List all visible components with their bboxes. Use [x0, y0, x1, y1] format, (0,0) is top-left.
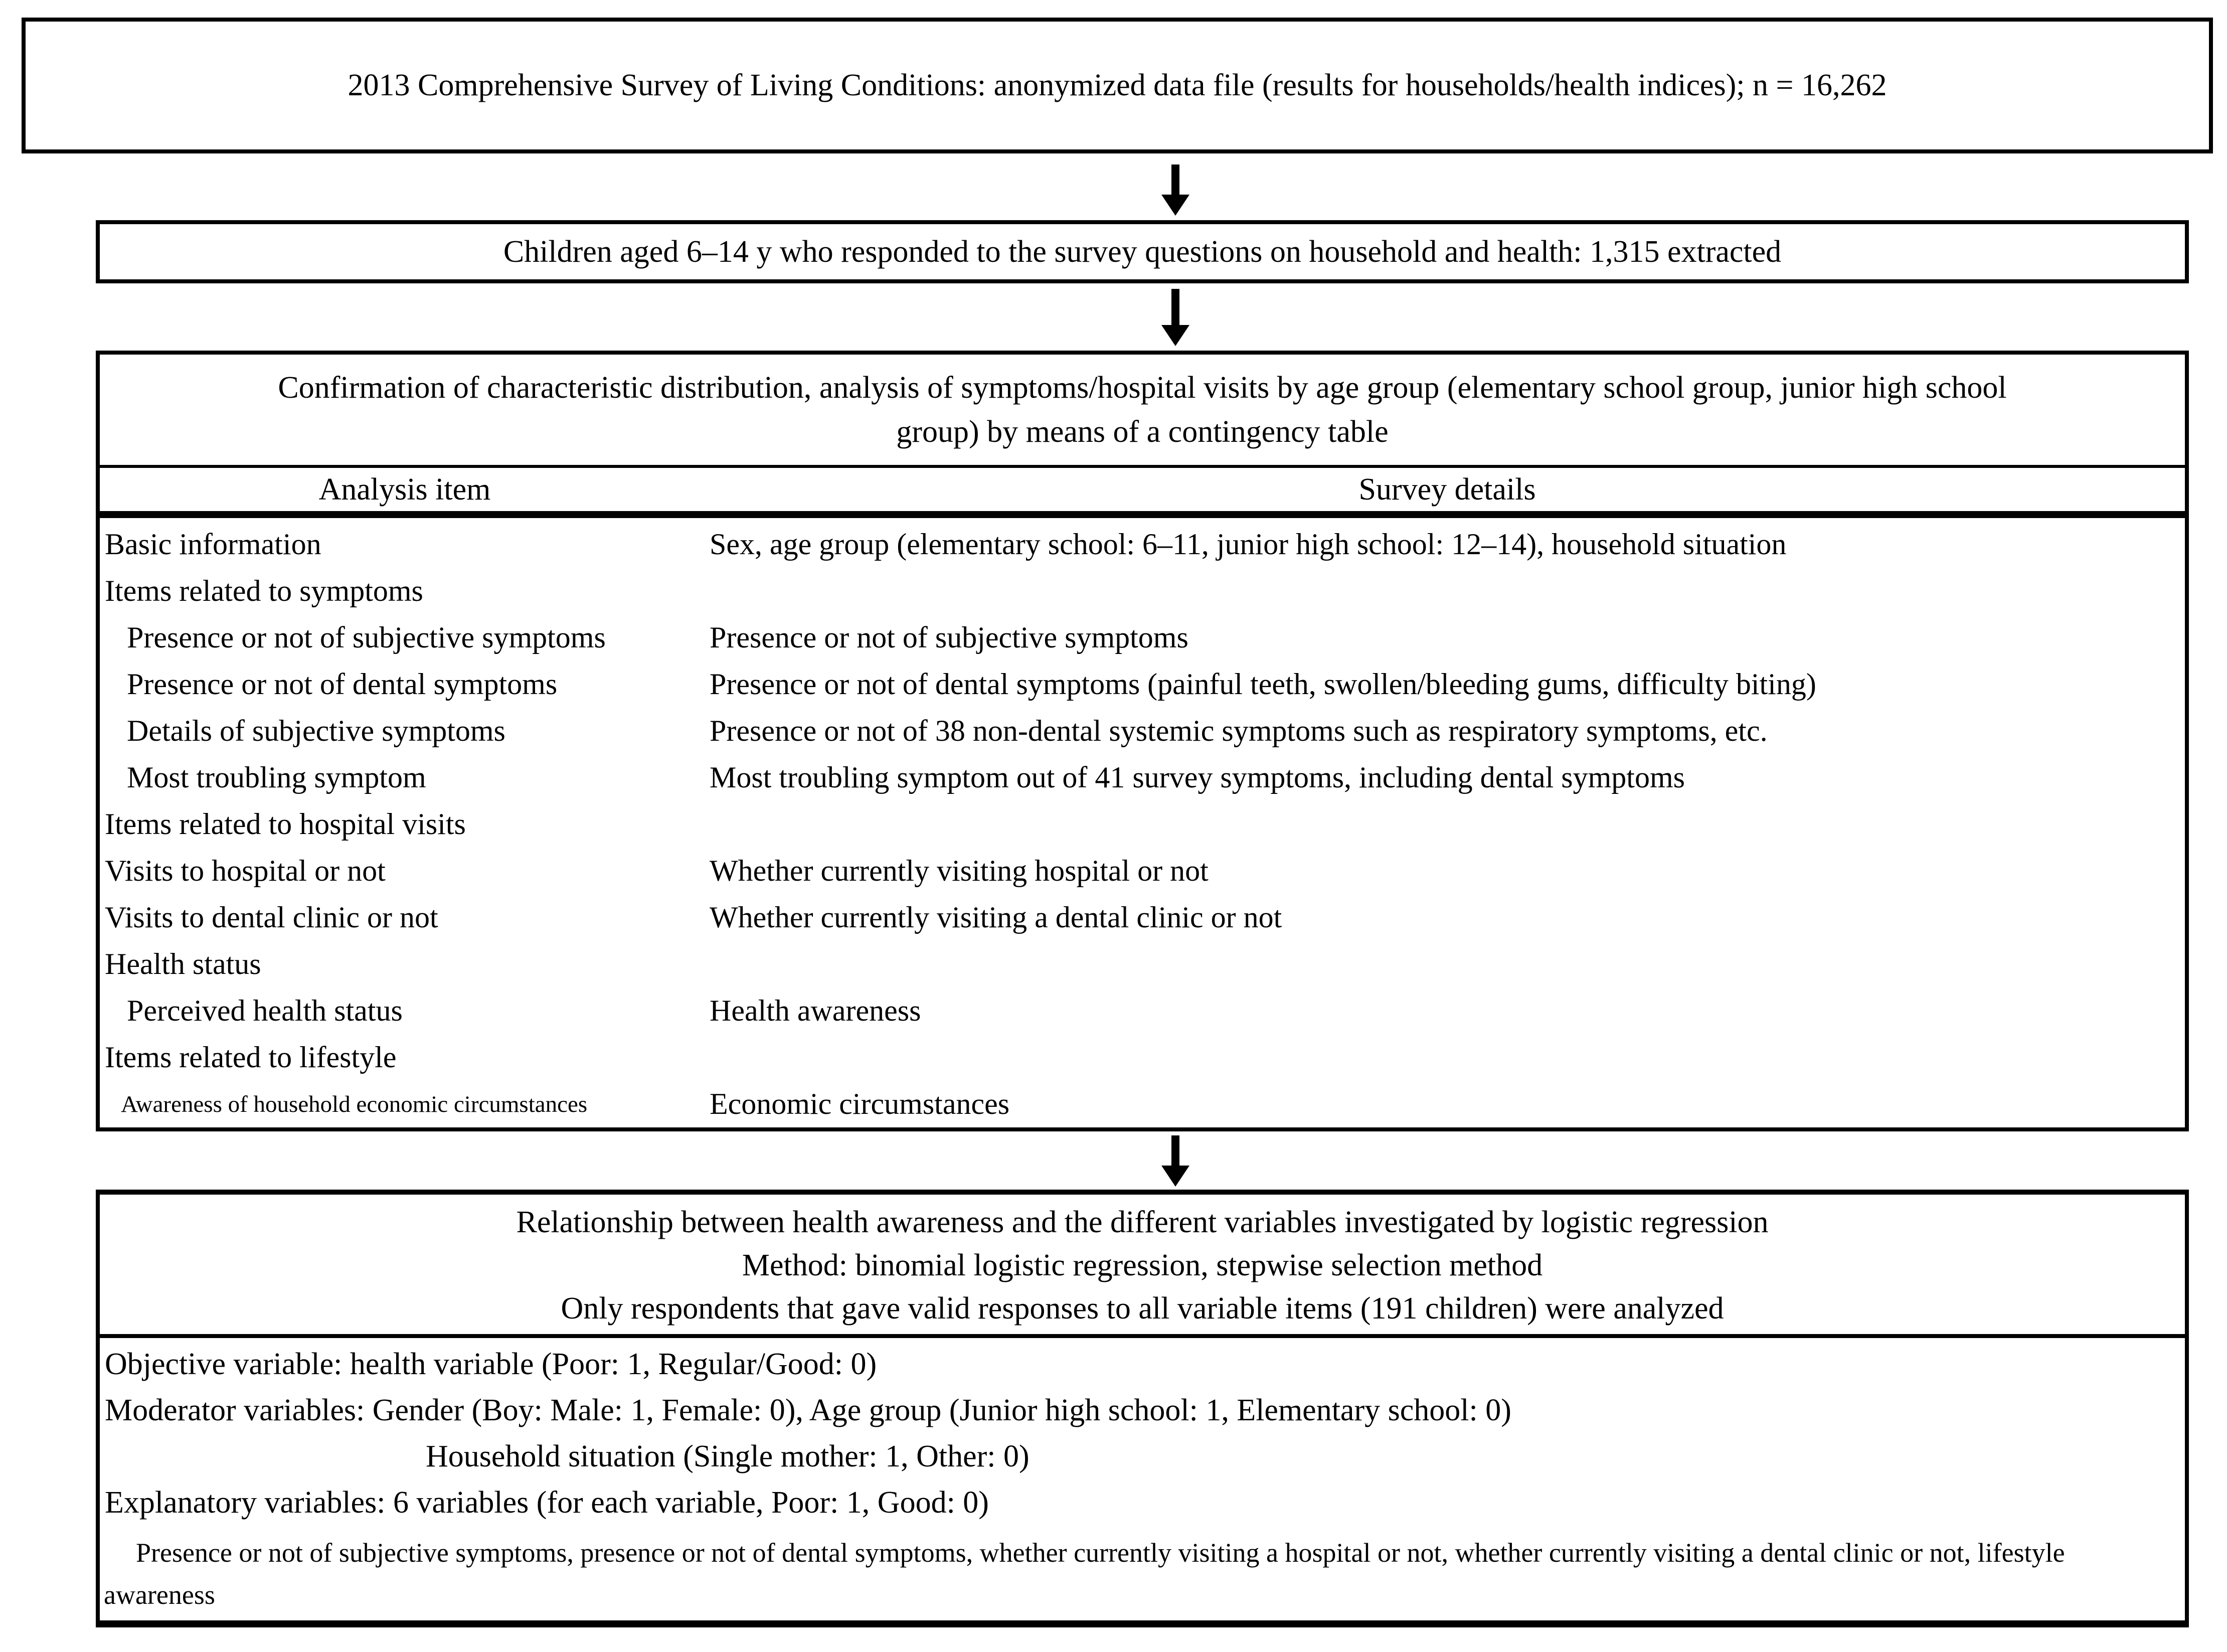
table-row: Visits to dental clinic or not Whether c…	[100, 894, 2185, 941]
regression-title: Relationship between health awareness an…	[516, 1205, 1769, 1239]
survey-detail-cell: Presence or not of dental symptoms (pain…	[710, 668, 1816, 701]
variables-section: Objective variable: health variable (Poo…	[100, 1338, 2185, 1526]
source-data-text: 2013 Comprehensive Survey of Living Cond…	[348, 68, 1887, 102]
regression-note: Only respondents that gave valid respons…	[561, 1291, 1724, 1326]
logistic-regression-box: Relationship between health awareness an…	[96, 1190, 2189, 1627]
regression-method: Method: binomial logistic regression, st…	[742, 1248, 1543, 1282]
contingency-analysis-intro: Confirmation of characteristic distribut…	[100, 355, 2185, 468]
explanatory-variables-detail: Presence or not of subjective symptoms, …	[104, 1538, 2065, 1610]
table-body: Basic information Sex, age group (elemen…	[100, 518, 2185, 1127]
analysis-item-cell: Most troubling symptom	[127, 761, 426, 794]
table-row: Health status	[100, 941, 2185, 987]
down-arrow	[1157, 289, 1193, 346]
table-header-row: Analysis item Survey details	[100, 468, 2185, 518]
survey-detail-cell: Presence or not of subjective symptoms	[710, 621, 1188, 654]
column-header-survey-details: Survey details	[1358, 472, 1536, 507]
moderator-variables-line: Moderator variables: Gender (Boy: Male: …	[105, 1393, 1511, 1427]
arrow-head-icon	[1161, 325, 1189, 346]
analysis-table-box: Confirmation of characteristic distribut…	[96, 351, 2189, 1131]
analysis-item-cell: Visits to dental clinic or not	[105, 901, 438, 934]
explanatory-variables-line: Explanatory variables: 6 variables (for …	[105, 1485, 989, 1520]
intro-line-2: group) by means of a contingency table	[896, 415, 1389, 449]
analysis-item-cell: Presence or not of subjective symptoms	[127, 621, 606, 654]
arrow-head-icon	[1161, 1166, 1189, 1187]
table-row: Presence or not of subjective symptoms P…	[100, 614, 2185, 661]
analysis-item-cell: Perceived health status	[127, 994, 403, 1027]
analysis-item-cell: Basic information	[105, 528, 321, 561]
intro-line-1: Confirmation of characteristic distribut…	[278, 371, 2007, 405]
analysis-item-cell: Awareness of household economic circumst…	[121, 1091, 588, 1117]
survey-detail-cell: Economic circumstances	[710, 1087, 1010, 1120]
survey-detail-cell: Presence or not of 38 non-dental systemi…	[710, 714, 1768, 747]
table-row: Perceived health status Health awareness	[100, 987, 2185, 1034]
table-row: Basic information Sex, age group (elemen…	[100, 521, 2185, 568]
survey-detail-cell: Health awareness	[710, 994, 921, 1027]
table-row: Awareness of household economic circumst…	[100, 1081, 2185, 1127]
analysis-item-cell: Items related to symptoms	[105, 574, 423, 607]
objective-variable-line: Objective variable: health variable (Poo…	[105, 1347, 877, 1381]
down-arrow	[1157, 1135, 1193, 1187]
table-row: Visits to hospital or not Whether curren…	[100, 848, 2185, 894]
analysis-item-cell: Items related to hospital visits	[105, 807, 466, 841]
survey-detail-cell: Most troubling symptom out of 41 survey …	[710, 761, 1685, 794]
household-situation-line: Household situation (Single mother: 1, O…	[426, 1439, 1030, 1473]
survey-detail-cell: Sex, age group (elementary school: 6–11,…	[710, 528, 1787, 561]
arrow-shaft	[1171, 164, 1179, 195]
column-header-analysis-item: Analysis item	[318, 472, 491, 507]
arrow-shaft	[1171, 1135, 1179, 1166]
survey-detail-cell: Whether currently visiting a dental clin…	[710, 901, 1282, 934]
analysis-item-cell: Health status	[105, 947, 261, 980]
analysis-item-cell: Visits to hospital or not	[105, 854, 386, 887]
arrow-shaft	[1171, 289, 1179, 325]
source-data-box: 2013 Comprehensive Survey of Living Cond…	[22, 18, 2213, 153]
survey-detail-cell: Whether currently visiting hospital or n…	[710, 854, 1209, 887]
regression-header: Relationship between health awareness an…	[100, 1195, 2185, 1338]
table-row: Items related to symptoms	[100, 568, 2185, 614]
extraction-text: Children aged 6–14 y who responded to th…	[503, 234, 1782, 269]
extraction-box: Children aged 6–14 y who responded to th…	[96, 220, 2189, 283]
table-row: Details of subjective symptoms Presence …	[100, 708, 2185, 754]
table-row: Presence or not of dental symptoms Prese…	[100, 661, 2185, 708]
analysis-item-cell: Presence or not of dental symptoms	[127, 668, 558, 701]
down-arrow	[1157, 164, 1193, 216]
table-row: Items related to lifestyle	[100, 1034, 2185, 1081]
table-row: Most troubling symptom Most troubling sy…	[100, 754, 2185, 801]
analysis-item-cell: Details of subjective symptoms	[127, 714, 505, 747]
arrow-head-icon	[1161, 195, 1189, 216]
analysis-item-cell: Items related to lifestyle	[105, 1041, 397, 1074]
table-row: Items related to hospital visits	[100, 801, 2185, 848]
